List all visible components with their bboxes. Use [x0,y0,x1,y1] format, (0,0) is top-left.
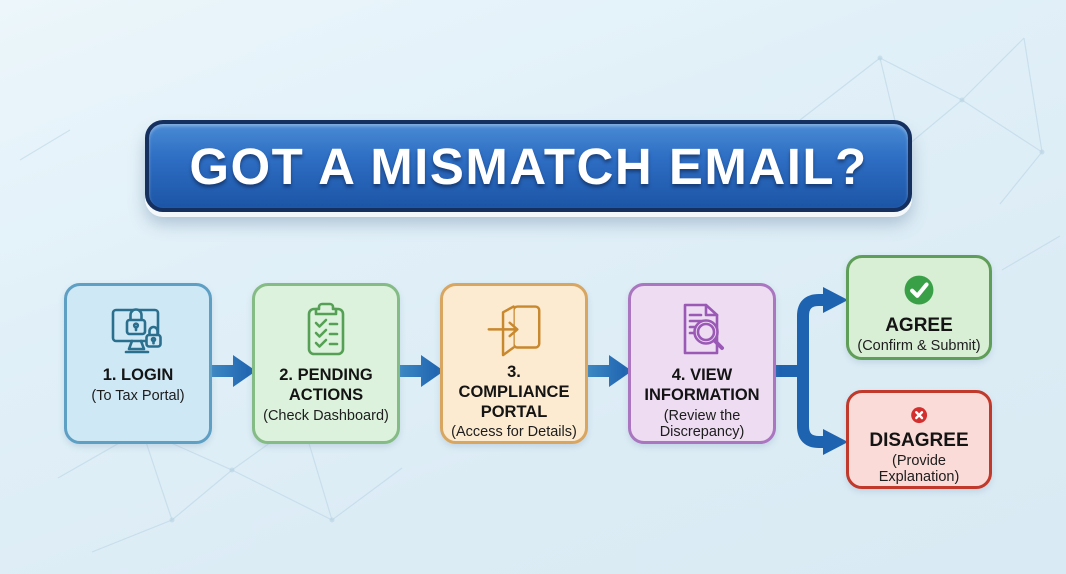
outcome-label: DISAGREE [869,430,969,452]
step-subtitle: (Check Dashboard) [263,407,389,424]
page-title: GOT A MISMATCH EMAIL? [189,137,868,195]
check-circle-icon [904,275,934,305]
title-banner: GOT A MISMATCH EMAIL? [145,120,912,212]
step-box-view-information: 4. VIEW INFORMATION (Review the Discrepa… [628,283,776,444]
step-title: 3. COMPLIANCE PORTAL [458,362,570,421]
document-magnifier-icon [683,303,724,355]
door-enter-icon [487,305,540,357]
outcome-box-disagree: DISAGREE (Provide Explanation) [846,390,992,489]
step-subtitle: (Review the Discrepancy) [659,407,745,441]
x-circle-icon [911,407,927,424]
outcome-subtitle: (Provide Explanation) [878,453,960,486]
step-title: 4. VIEW INFORMATION [644,366,760,404]
branch-connector [773,294,825,448]
step-box-pending-actions: 2. PENDING ACTIONS (Check Dashboard) [252,283,400,444]
step-title: 1. LOGIN [102,366,174,384]
step-subtitle: (To Tax Portal) [91,387,185,404]
outcome-box-agree: AGREE (Confirm & Submit) [846,255,992,360]
branch-arrowheads [823,287,848,455]
monitor-lock-icon [111,308,162,354]
outcome-label: AGREE [885,315,953,336]
checklist-clipboard-icon [307,302,345,356]
step-box-login: 1. LOGIN (To Tax Portal) [64,283,212,444]
step-subtitle: (Access for Details) [451,424,577,441]
step-box-compliance-portal: 3. COMPLIANCE PORTAL (Access for Details… [440,283,588,444]
outcome-subtitle: (Confirm & Submit) [857,337,981,354]
step-title: 2. PENDING ACTIONS [279,366,373,404]
